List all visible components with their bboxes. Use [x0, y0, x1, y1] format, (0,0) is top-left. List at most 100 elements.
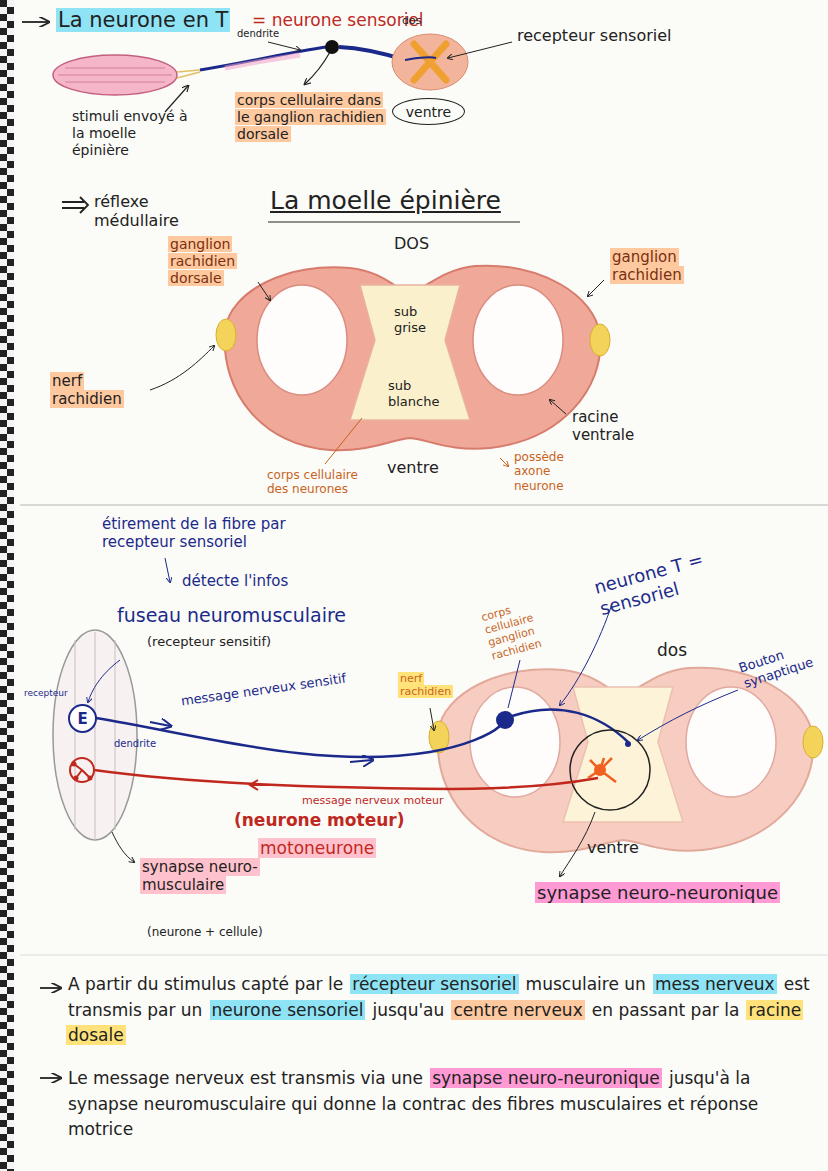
motor-neuron-part: [94, 770, 598, 789]
leader-line-part: [638, 690, 738, 740]
sensory-neuron-top-part: [305, 52, 330, 84]
page-ground-part: [20, 955, 828, 956]
text-label: motoneurone: [258, 838, 376, 858]
leader-line-part: [325, 418, 362, 464]
spinal-cord-section-part: [473, 285, 563, 395]
text-label: dos: [400, 14, 423, 27]
label-text: Bouton synaptique: [735, 646, 817, 691]
text-label: corps cellulaire des neurones: [265, 468, 365, 497]
paragraph-text: A partir du stimulus capté par le: [66, 974, 345, 994]
sensory-neuron-top: [200, 42, 405, 84]
label-text: possède axone neurone: [512, 450, 566, 493]
text-label: détecte l'infos: [180, 572, 290, 590]
muscle-fibre-part: [75, 632, 115, 840]
label-text: ventre: [385, 458, 441, 477]
spinal-cord-section: [216, 266, 610, 451]
text-label: dendrite: [235, 28, 281, 40]
text-label: étirement de la fibre par recepteur sens…: [100, 515, 340, 551]
spinal-cord-section-part: [590, 324, 610, 356]
spinal-cord-small-part: [448, 42, 512, 58]
label-text: motoneurone: [258, 838, 376, 858]
muscle-top-part: [58, 68, 172, 82]
paragraph-text: musculaire un: [524, 974, 648, 994]
leader-line-part: [508, 660, 520, 708]
text-label: message nerveux moteur: [300, 794, 445, 807]
text-label: fuseau neuromusculaire: [115, 604, 348, 627]
leader-line: [150, 280, 604, 466]
sensory-neuron-part: [512, 709, 628, 742]
summary-paragraph: Le message nerveux est transmis via unes…: [66, 1066, 816, 1143]
label-text: dos: [400, 14, 423, 27]
text-label: réflexe médullaire: [92, 192, 222, 230]
muscle-top-part: [177, 70, 200, 78]
spinal-cord-section-part: [216, 319, 236, 351]
label-text: message nerveux sensitif: [178, 670, 349, 709]
label-text: (neurone moteur): [232, 810, 406, 830]
text-label: nerf rachidien: [398, 672, 460, 698]
paragraph-text: jusqu'au: [371, 1000, 447, 1020]
sensory-neuron-part: [96, 718, 500, 757]
muscle-top-part: [53, 55, 177, 95]
text-label: recepteur sensoriel: [515, 26, 674, 45]
spinal-cord-bottom-part: [686, 687, 776, 797]
leader-line-part: [258, 282, 270, 300]
text-label: (recepteur sensitif): [145, 634, 273, 650]
neuromuscular-synapse-part: [74, 776, 79, 781]
muscle-fibre-part: [53, 630, 137, 840]
arrow-symbol-part: [40, 1077, 60, 1079]
text-label: racine ventrale: [570, 408, 670, 444]
leader-line-part: [165, 558, 170, 582]
text-label: sub grise: [392, 304, 432, 335]
text-label: synapse neuro-neuronique: [535, 882, 785, 904]
spinal-cord-section-part: [257, 285, 347, 395]
spinal-cord-small-part: [405, 57, 436, 60]
text-label: corps cellulaire dans le ganglion rachid…: [235, 92, 385, 142]
label-text: recepteur: [22, 688, 70, 698]
spinal-cord-bottom: [429, 668, 823, 853]
label-text: stimuli envoyé à la moelle épinière: [70, 108, 190, 158]
text-label: possède axone neurone: [512, 450, 592, 493]
text-label: stimuli envoyé à la moelle épinière: [70, 108, 190, 158]
label-text: recepteur sensoriel: [515, 26, 674, 45]
cell-body: [496, 711, 514, 729]
text-label: nerf rachidien: [50, 372, 145, 408]
leader-line-part: [560, 604, 612, 705]
text-label: La neurone en T: [56, 8, 230, 33]
arrow-symbol-part: [22, 21, 48, 23]
neuromuscular-synapse-part: [70, 758, 94, 782]
sensory-neuron-top-part: [225, 55, 300, 68]
section-title: La moelle épinière: [270, 186, 501, 215]
muscle-fibre: [53, 630, 137, 840]
text-label: DOS: [392, 234, 431, 253]
node-text: ventre: [406, 104, 451, 120]
motor-neuron-part: [250, 780, 258, 790]
arrow-symbol-part: [62, 202, 84, 208]
text-label: (neurone + cellule): [145, 925, 265, 939]
paragraph-text: mess nerveux: [653, 974, 777, 994]
label-text: La neurone en T: [56, 8, 230, 32]
label-text: dendrite: [112, 738, 158, 749]
text-label: = neurone sensoriel: [250, 10, 426, 30]
label-text: neurone T = sensoriel: [590, 548, 707, 619]
leader-line-part: [550, 400, 566, 414]
motor-neuron-part: [588, 758, 616, 782]
leader-line-part: [150, 346, 214, 390]
neuromuscular-synapse: [70, 758, 94, 782]
motor-neuron-part: [594, 764, 606, 776]
title-underline: [268, 222, 520, 223]
spinal-cord-bottom-part: [563, 687, 683, 822]
label-text: ventre: [585, 838, 641, 857]
text-label: ventre: [385, 458, 441, 477]
label-text: nerf rachidien: [398, 672, 453, 698]
spinal-cord-small-part: [392, 34, 468, 90]
label-text: synapse neuro-musculaire: [140, 858, 260, 894]
motor-neuron: [94, 730, 650, 810]
node-text: E: [77, 710, 87, 728]
label-text: ganglion rachidien dorsale: [168, 236, 237, 286]
text-label: ventre: [585, 838, 641, 857]
leader-line-part: [430, 708, 434, 730]
arrow-symbol-part: [40, 987, 60, 989]
